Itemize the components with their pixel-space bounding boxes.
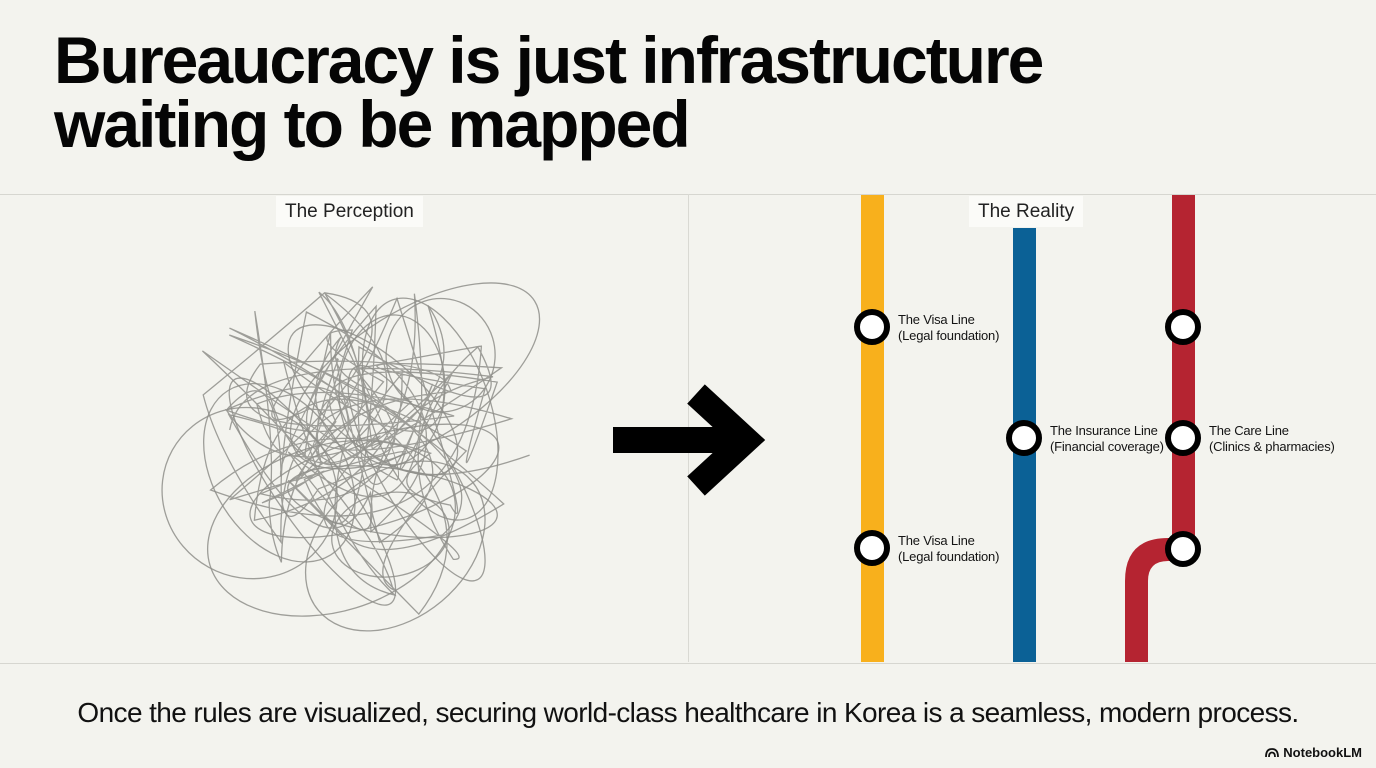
brand-badge: NotebookLM — [1265, 745, 1362, 760]
scribble-loop — [385, 297, 496, 413]
station-label-insurance: The Insurance Line (Financial coverage) — [1050, 423, 1164, 455]
scribble-loop — [161, 406, 338, 580]
visa-line — [861, 195, 884, 662]
station-label-visa-bottom: The Visa Line (Legal foundation) — [898, 533, 999, 565]
station-care-top — [1165, 309, 1201, 345]
arrow-right-icon — [613, 384, 766, 496]
headline-line-2: waiting to be mapped — [54, 87, 691, 161]
station-label-care: The Care Line (Clinics & pharmacies) — [1209, 423, 1335, 455]
notebooklm-logo-icon — [1265, 748, 1280, 758]
scribble-loop — [331, 491, 450, 578]
reality-label: The Reality — [969, 196, 1084, 227]
station-care-middle — [1165, 420, 1201, 456]
station-name: The Visa Line — [898, 533, 975, 548]
scribble-loop — [206, 439, 457, 617]
headline-line-1: Bureaucracy is just infrastructure — [54, 23, 1044, 97]
headline: Bureaucracy is just infrastructure waiti… — [54, 23, 1044, 161]
scribble-loop — [287, 465, 498, 539]
station-label-visa-top: The Visa Line (Legal foundation) — [898, 312, 999, 344]
station-visa-top — [854, 309, 890, 345]
station-name: The Insurance Line — [1050, 423, 1158, 438]
scribble-loop — [289, 282, 541, 470]
scribble-loop — [249, 423, 500, 539]
station-detail: (Clinics & pharmacies) — [1209, 439, 1335, 454]
station-detail: (Legal foundation) — [898, 549, 1000, 564]
station-care-bottom — [1165, 531, 1201, 567]
station-insurance — [1006, 420, 1042, 456]
scribble-loop — [361, 297, 499, 521]
station-detail: (Financial coverage) — [1050, 439, 1164, 454]
scribble-icon — [161, 282, 541, 632]
station-visa-bottom — [854, 530, 890, 566]
scribble-loop — [347, 365, 486, 582]
scribble-loop — [287, 324, 459, 476]
station-detail: (Legal foundation) — [898, 328, 1000, 343]
scribble-loop — [228, 377, 397, 606]
footer-caption: Once the rules are visualized, securing … — [77, 697, 1299, 728]
scribble-loop — [304, 460, 486, 632]
perception-label: The Perception — [276, 196, 423, 227]
station-name: The Visa Line — [898, 312, 975, 327]
station-name: The Care Line — [1209, 423, 1289, 438]
scribble-loop — [338, 314, 446, 466]
scribble-loop — [203, 382, 356, 563]
brand-name: NotebookLM — [1283, 745, 1362, 760]
